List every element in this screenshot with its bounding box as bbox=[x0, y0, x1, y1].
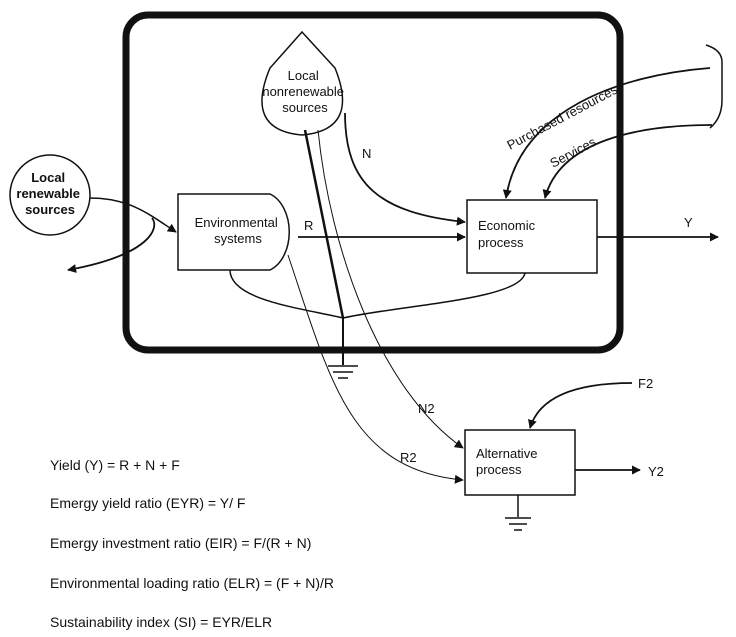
formula-si: Sustainability index (SI) = EYR/ELR bbox=[50, 614, 272, 630]
economic-to-sink bbox=[342, 272, 526, 319]
alternative-process-node: Alternative process bbox=[464, 429, 576, 496]
alternative-heat-sink-icon bbox=[505, 517, 531, 531]
renewable-input-flow bbox=[89, 197, 177, 233]
heat-sink-icon bbox=[328, 365, 358, 379]
formula-yield: Yield (Y) = R + N + F bbox=[50, 457, 180, 473]
local-nonrenewable-line-2: nonrenewable bbox=[262, 84, 344, 99]
n2-flow bbox=[317, 129, 464, 449]
alternative-process-line-1: Alternative bbox=[476, 446, 537, 461]
svg-text:Local nonrenewable: Local nonrenewable sources bbox=[262, 68, 347, 115]
y2-flow-label: Y2 bbox=[648, 464, 664, 479]
economic-process-line-1: Economic bbox=[478, 218, 536, 233]
svg-text:Economic process: Economic process bbox=[478, 218, 539, 250]
n-flow bbox=[344, 112, 466, 226]
economic-process-node: Economic process bbox=[466, 199, 598, 274]
local-nonrenewable-line-1: Local bbox=[288, 68, 319, 83]
services-flow bbox=[542, 124, 713, 199]
svg-text:Environmental systems: Environmental systems bbox=[195, 215, 282, 246]
f2-flow bbox=[528, 382, 633, 429]
environmental-systems-node: Environmental systems bbox=[177, 193, 291, 271]
economic-process-line-2: process bbox=[478, 235, 524, 250]
services-label: Services bbox=[547, 134, 598, 171]
local-nonrenewable-sources-node: Local nonrenewable sources bbox=[261, 30, 347, 136]
local-renewable-line-1: Local bbox=[31, 170, 65, 185]
r2-flow-label: R2 bbox=[400, 450, 417, 465]
formula-elr: Environmental loading ratio (ELR) = (F +… bbox=[50, 575, 334, 591]
formula-eir: Emergy investment ratio (EIR) = F/(R + N… bbox=[50, 535, 311, 551]
svg-text:Local renewable so: Local renewable sources bbox=[16, 170, 83, 217]
environmental-systems-line-1: Environmental bbox=[195, 215, 278, 230]
n2-flow-label: N2 bbox=[418, 401, 435, 416]
local-renewable-sources-node: Local renewable sources bbox=[9, 154, 91, 236]
svg-text:Alternative process: Alternative process bbox=[476, 446, 541, 477]
renewable-outflow bbox=[67, 217, 156, 273]
purchased-resources-flow bbox=[502, 67, 711, 199]
alternative-process-line-2: process bbox=[476, 462, 522, 477]
external-source-bracket bbox=[705, 44, 723, 129]
r2-flow bbox=[287, 254, 464, 484]
local-renewable-line-3: sources bbox=[25, 202, 75, 217]
environmental-to-sink bbox=[229, 269, 344, 319]
r-flow-label: R bbox=[304, 218, 313, 233]
n-flow-label: N bbox=[362, 146, 371, 161]
environmental-systems-line-2: systems bbox=[214, 231, 262, 246]
f2-flow-label: F2 bbox=[638, 376, 653, 391]
system-boundary bbox=[122, 11, 624, 354]
nonrenewable-to-sink bbox=[303, 129, 345, 319]
formula-eyr: Emergy yield ratio (EYR) = Y/ F bbox=[50, 495, 245, 511]
y-flow-label: Y bbox=[684, 215, 693, 230]
local-renewable-line-2: renewable bbox=[16, 186, 80, 201]
local-nonrenewable-line-3: sources bbox=[282, 100, 328, 115]
